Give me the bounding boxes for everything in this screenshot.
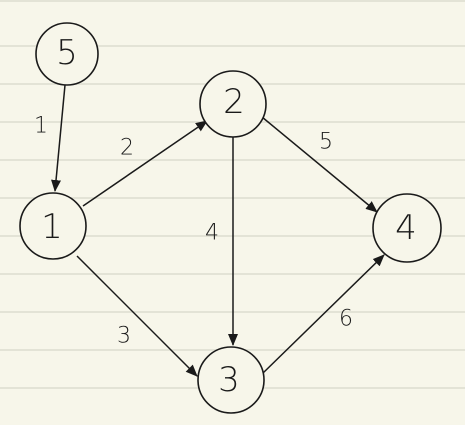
node-label-2: 2 [223, 82, 245, 122]
node-label-1: 1 [41, 207, 63, 247]
edge-3-4 [261, 254, 385, 375]
edge-label-2-4: 5 [319, 130, 333, 155]
edge-label-3-4: 6 [339, 307, 353, 332]
edge-label-1-3: 3 [117, 324, 131, 349]
node-label-5: 5 [56, 33, 78, 73]
node-3: 3 [197, 346, 265, 414]
edge-1-2 [82, 120, 208, 207]
edge-labels: 1 2 3 4 5 6 [34, 114, 353, 349]
node-5: 5 [35, 22, 99, 86]
node-1: 1 [19, 192, 87, 260]
edge-label-1-2: 2 [120, 136, 134, 161]
edge-label-5-1: 1 [34, 114, 48, 139]
nodes: 5 1 2 3 4 [19, 22, 442, 414]
node-2: 2 [199, 70, 267, 138]
node-label-4: 4 [395, 208, 417, 248]
edges [51, 84, 385, 377]
edge-1-3 [76, 255, 198, 377]
node-4: 4 [372, 193, 442, 263]
edge-2-4 [261, 116, 378, 213]
node-label-3: 3 [218, 360, 240, 400]
edge-label-2-3: 4 [205, 221, 219, 246]
edge-5-1 [51, 84, 66, 192]
